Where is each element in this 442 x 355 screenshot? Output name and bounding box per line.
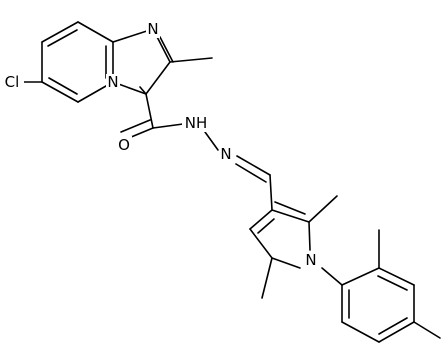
bond xyxy=(249,228,273,259)
bond xyxy=(257,218,275,234)
imine-nitrogen-label: N xyxy=(220,145,231,163)
bond xyxy=(321,267,343,286)
bond xyxy=(169,57,213,63)
bond xyxy=(378,317,408,335)
bond xyxy=(204,131,219,151)
imidazole-nitrogen-atom: N xyxy=(146,20,160,38)
bond xyxy=(308,221,311,251)
bond xyxy=(120,119,151,133)
bond xyxy=(269,174,273,211)
bond xyxy=(47,29,78,47)
bond xyxy=(145,93,154,129)
bridgehead-nitrogen-atom: N xyxy=(106,73,120,91)
bond xyxy=(41,21,79,43)
bond xyxy=(308,195,338,223)
imidazole-nitrogen-label: N xyxy=(147,20,158,38)
carbonyl-oxygen-atom: O xyxy=(116,136,132,154)
bond xyxy=(236,155,271,176)
bond xyxy=(413,321,441,339)
bond xyxy=(41,81,79,103)
hydrazide-nh-atom: NH xyxy=(182,114,210,132)
carbonyl-oxygen-label: O xyxy=(118,136,130,154)
bond xyxy=(261,257,273,299)
bond xyxy=(235,163,267,183)
bond xyxy=(152,123,184,129)
pyrrole-nitrogen-label: N xyxy=(305,251,316,269)
bond xyxy=(341,321,380,343)
bridgehead-nitrogen-label: N xyxy=(107,73,118,91)
chlorine-atom: Cl xyxy=(0,73,24,91)
bond xyxy=(341,267,380,286)
pyrrole-nitrogen-atom: N xyxy=(304,251,318,269)
chlorine-label: Cl xyxy=(5,73,20,91)
imine-nitrogen-atom: N xyxy=(219,145,233,163)
bond xyxy=(378,267,415,286)
bond xyxy=(378,321,415,343)
bond xyxy=(249,209,273,230)
bond xyxy=(271,209,310,223)
bond xyxy=(139,86,147,95)
bond xyxy=(145,61,171,95)
bonds xyxy=(11,21,441,343)
bond xyxy=(159,36,174,63)
bond xyxy=(48,77,78,95)
bond xyxy=(77,21,114,43)
bond xyxy=(271,257,301,269)
hydrazide-nh-label: NH xyxy=(185,114,208,132)
atom-labels: Cl N N O NH N N xyxy=(0,20,318,269)
bond xyxy=(377,275,408,291)
bond xyxy=(274,201,306,215)
